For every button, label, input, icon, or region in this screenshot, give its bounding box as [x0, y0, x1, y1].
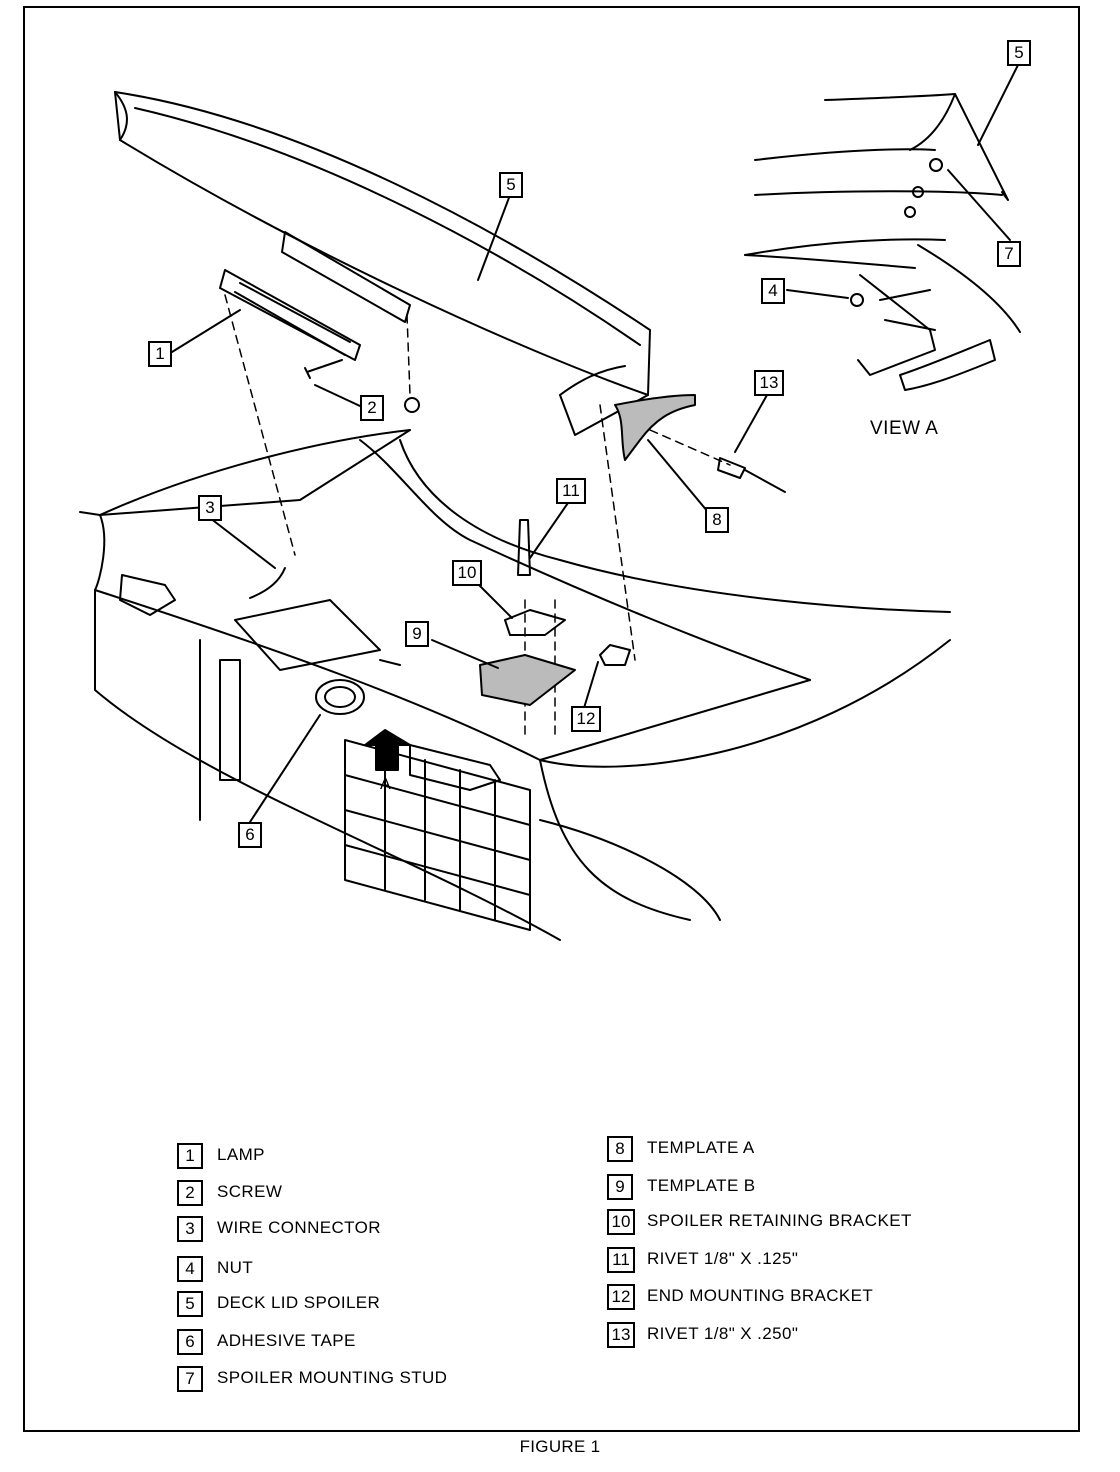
arrow-a-label: A: [380, 776, 391, 793]
view-a-inset: [744, 93, 1021, 391]
callout-4: 4: [761, 278, 785, 304]
legend-label: WIRE CONNECTOR: [217, 1218, 381, 1237]
rivet-11: [517, 519, 531, 576]
legend-label: NUT: [217, 1258, 254, 1277]
legend-label: TEMPLATE A: [647, 1138, 755, 1157]
end-mounting-bracket: [599, 644, 631, 666]
figure-frame: [23, 6, 1080, 1432]
legend-label: SPOILER MOUNTING STUD: [217, 1368, 448, 1387]
figure-caption: FIGURE 1: [519, 1437, 601, 1456]
rear-body-panel: [94, 589, 721, 941]
callout-6: 6: [238, 822, 262, 848]
legend-number: 11: [607, 1247, 635, 1273]
screw: [304, 359, 343, 379]
spoiler-retaining-bracket: [504, 609, 566, 636]
legend-number: 2: [177, 1180, 203, 1206]
rivet-13: [717, 457, 786, 493]
legend-number: 8: [607, 1136, 633, 1162]
legend-number: 5: [177, 1291, 203, 1317]
legend-number: 6: [177, 1329, 203, 1355]
legend-number: 4: [177, 1256, 203, 1282]
legend-number: 13: [607, 1322, 635, 1348]
hinge-left: [119, 574, 176, 616]
legend-label: RIVET 1/8" X .250": [647, 1324, 799, 1343]
callout-3: 3: [198, 495, 222, 521]
callout-10: 10: [452, 560, 482, 586]
view-a-arrow: [364, 729, 411, 771]
template-a: [614, 394, 696, 461]
wire-connector: [249, 567, 286, 599]
legend-number: 3: [177, 1216, 203, 1242]
hinge-center: [409, 744, 501, 791]
callout-11: 11: [556, 478, 586, 504]
callout-8: 8: [705, 507, 729, 533]
adhesive-tape: [315, 679, 365, 715]
callout-1: 1: [148, 341, 172, 367]
callout-12: 12: [571, 706, 601, 732]
view-a-label: VIEW A: [870, 418, 939, 439]
legend-label: LAMP: [217, 1145, 265, 1164]
template-b: [479, 654, 576, 706]
legend-label: TEMPLATE B: [647, 1176, 756, 1195]
callout-13: 13: [754, 370, 784, 396]
legend-number: 12: [607, 1284, 635, 1310]
legend-label: RIVET 1/8" X .125": [647, 1249, 799, 1268]
legend-number: 10: [607, 1209, 635, 1235]
callout-2: 2: [360, 395, 384, 421]
lamp: [219, 269, 361, 361]
legend-number: 7: [177, 1366, 203, 1392]
legend-label: SCREW: [217, 1182, 283, 1201]
legend-label: SPOILER RETAINING BRACKET: [647, 1211, 912, 1230]
legend-number: 9: [607, 1174, 633, 1200]
deck-lid: [79, 429, 951, 768]
callout-5-inset: 5: [1007, 40, 1031, 66]
deck-lid-spoiler: [114, 91, 651, 436]
nut-2: [404, 397, 420, 413]
callout-9: 9: [405, 621, 429, 647]
legend-number: 1: [177, 1143, 203, 1169]
callout-7: 7: [997, 241, 1021, 267]
callout-5-main: 5: [499, 172, 523, 198]
legend-label: DECK LID SPOILER: [217, 1293, 381, 1312]
legend-label: END MOUNTING BRACKET: [647, 1286, 874, 1305]
legend-label: ADHESIVE TAPE: [217, 1331, 356, 1350]
